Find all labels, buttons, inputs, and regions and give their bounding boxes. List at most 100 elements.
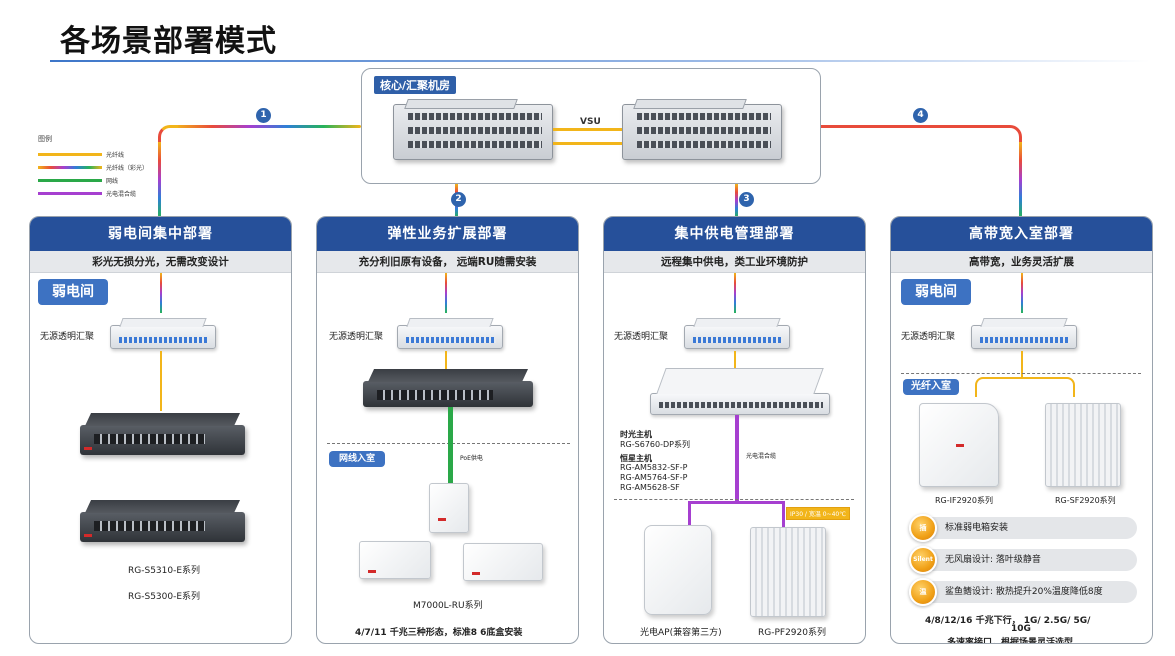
legend-swatch-color-fiber — [38, 166, 102, 169]
card-subtitle: 高带宽，业务灵活扩展 — [891, 251, 1152, 273]
legend-swatch-fiber — [38, 153, 102, 156]
passive-odf-device — [684, 318, 790, 349]
model-label: RG-IF2920系列 — [935, 496, 993, 505]
section-tag: 弱电间 — [38, 279, 108, 305]
remote-unit-wall — [429, 483, 469, 533]
card-high-bandwidth: 高带宽入室部署 高带宽，业务灵活扩展 弱电间 无源透明汇聚 光纤入室 RG-IF… — [890, 216, 1153, 644]
core-switch-right — [622, 99, 782, 160]
rugged-switch — [750, 527, 826, 617]
card-flexible-expansion: 弹性业务扩展部署 充分利旧原有设备， 远端RU随需安装 无源透明汇聚 网线入室 … — [316, 216, 579, 644]
fiber-link-4-corner — [1002, 125, 1022, 145]
badge-2: 2 — [451, 192, 466, 207]
fiber-uplink — [160, 351, 162, 411]
section-divider — [614, 499, 854, 500]
card-title: 高带宽入室部署 — [891, 217, 1152, 251]
vsu-link-top — [553, 128, 622, 131]
card-subtitle: 充分利旧原有设备， 远端RU随需安装 — [317, 251, 578, 273]
hybrid-cable — [735, 415, 739, 501]
odf-label: 无源透明汇聚 — [614, 332, 669, 342]
ceiling-ap — [644, 525, 712, 615]
badge-1: 1 — [256, 108, 271, 123]
card-centralized-power: 集中供电管理部署 远程集中供电，类工业环境防护 无源透明汇聚 时光主机 RG-S… — [603, 216, 866, 644]
fiber-split — [975, 377, 1075, 397]
poe-label: PoE供电 — [460, 455, 483, 462]
sf2920-device — [1045, 403, 1121, 487]
hybrid-cable-label: 光电混合缆 — [746, 453, 777, 460]
card-subtitle: 彩光无损分光，无需改变设计 — [30, 251, 291, 273]
hybrid-cable-left — [688, 501, 691, 527]
card-title: 集中供电管理部署 — [604, 217, 865, 251]
core-room-label: 核心/汇聚机房 — [374, 76, 457, 94]
legend-row: 光电混合缆 — [38, 187, 158, 200]
host2-model: RG-AM5832-SF-P — [620, 463, 688, 472]
legend-row: 光纤线（彩光） — [38, 161, 158, 174]
remote-unit-desk-right — [463, 543, 543, 581]
fiber-uplink — [734, 351, 736, 371]
remote-unit-desk-left — [359, 541, 431, 579]
section-divider — [901, 373, 1141, 374]
legend-label: 光纤线 — [106, 152, 125, 159]
model-label: RG-S5300-E系列 — [128, 592, 201, 602]
hybrid-cable-right — [782, 501, 785, 527]
ap-label: 光电AP(兼容第三方) — [640, 628, 722, 638]
fiber-link-1-v — [158, 142, 161, 217]
vsu-link-bottom — [553, 142, 622, 145]
odf-label: 无源透明汇聚 — [329, 332, 384, 342]
host2-model: RG-AM5764-SF-P — [620, 473, 688, 482]
badge-3: 3 — [739, 192, 754, 207]
legend-swatch-hybrid-cable — [38, 192, 102, 195]
fiber-link-1-h — [175, 125, 361, 128]
silent-icon: Silent — [909, 546, 937, 574]
model-label: RG-SF2920系列 — [1055, 496, 1116, 505]
card-title: 弱电间集中部署 — [30, 217, 291, 251]
feature-item: 温 鲨鱼鳍设计: 散热提升20%温度降低8度 — [909, 578, 1137, 606]
host1-model: RG-S6760-DP系列 — [620, 440, 690, 449]
legend: 图例 光纤线 光纤线（彩光） 网线 光电混合缆 — [38, 134, 158, 200]
thermometer-icon: 温 — [909, 578, 937, 606]
fiber-uplink — [1021, 351, 1023, 377]
legend-label: 光纤线（彩光） — [106, 165, 149, 172]
odf-label: 无源透明汇聚 — [40, 332, 95, 342]
core-switch-left — [393, 99, 553, 160]
odf-label: 无源透明汇聚 — [901, 332, 956, 342]
card-footer: 多速率接口，根据场景灵活选型 — [947, 638, 1074, 644]
ethernet-cable — [448, 407, 453, 487]
legacy-switch — [363, 369, 533, 407]
passive-odf-device — [971, 318, 1077, 349]
fiber-drop — [1021, 273, 1023, 313]
hybrid-cable-split — [688, 501, 784, 504]
card-subtitle: 远程集中供电，类工业环境防护 — [604, 251, 865, 273]
fiber-uplink — [445, 351, 447, 379]
legend-row: 网线 — [38, 174, 158, 187]
passive-odf-device — [397, 318, 503, 349]
fiber-link-3 — [735, 184, 738, 217]
mount-icon: 插 — [909, 514, 937, 542]
passive-odf-device — [110, 318, 216, 349]
model-label: RG-PF2920系列 — [758, 628, 826, 638]
fiber-drop — [160, 273, 162, 313]
fiber-link-1-corner — [158, 125, 178, 145]
card-footer: 4/7/11 千兆三种形态，标准8 6底盒安装 — [355, 628, 523, 638]
card-footer: 10G — [1011, 624, 1031, 634]
card-footer: 4/8/12/16 千兆下行， 1G/ 2.5G/ 5G/ — [925, 616, 1091, 626]
vsu-label: VSU — [580, 117, 601, 127]
fiber-drop — [445, 273, 447, 313]
host1-title: 时光主机 — [620, 430, 652, 439]
feature-text: 鲨鱼鳍设计: 散热提升20%温度降低8度 — [945, 587, 1103, 597]
feature-item: Silent 无风扇设计: 落叶级静音 — [909, 546, 1137, 574]
if2920-device — [919, 403, 999, 487]
legend-label: 网线 — [106, 178, 119, 185]
host2-title: 恒星主机 — [620, 454, 652, 463]
section-tag: 网线入室 — [329, 451, 385, 467]
feature-item: 插 标准弱电箱安装 — [909, 514, 1137, 542]
access-switch-1 — [80, 413, 245, 455]
host-chassis — [650, 368, 830, 415]
badge-4: 4 — [913, 108, 928, 123]
access-switch-2 — [80, 500, 245, 542]
model-label: M7000L-RU系列 — [413, 601, 483, 611]
section-tag: 光纤入室 — [903, 379, 959, 395]
legend-row: 光纤线 — [38, 148, 158, 161]
card-title: 弹性业务扩展部署 — [317, 217, 578, 251]
host2-model: RG-AM5628-SF — [620, 483, 680, 492]
legend-label: 光电混合缆 — [106, 191, 137, 198]
